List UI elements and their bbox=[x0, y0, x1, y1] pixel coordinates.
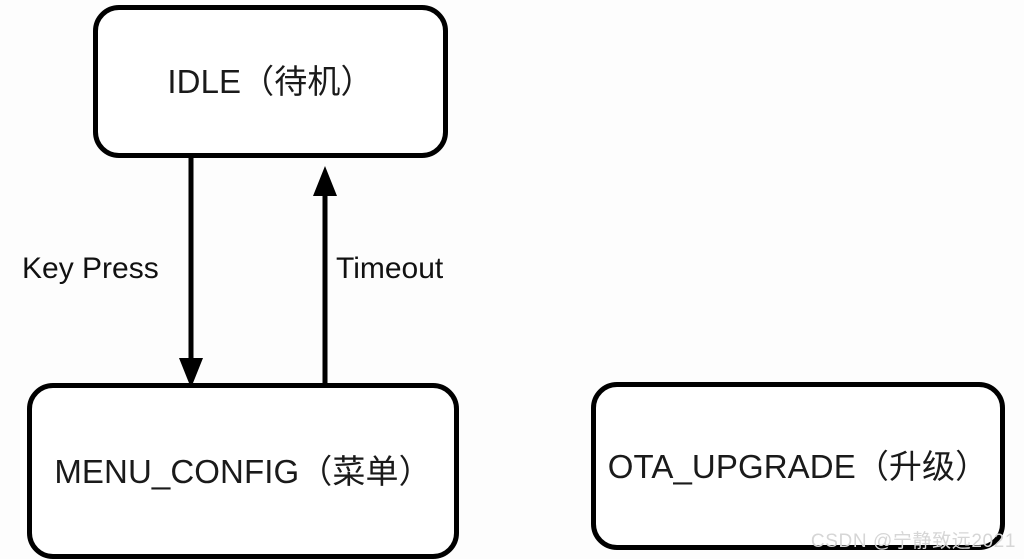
transition-label-key-press: Key Press bbox=[22, 252, 159, 285]
state-node-ota-upgrade-label: OTA_UPGRADE（升级） bbox=[607, 447, 989, 485]
arrow-up-icon bbox=[313, 166, 337, 392]
state-node-idle-label: IDLE（待机） bbox=[167, 63, 374, 100]
watermark-text: CSDN @宁静致远2021 bbox=[810, 531, 1016, 552]
state-node-idle[interactable]: IDLE（待机） bbox=[93, 5, 448, 158]
state-node-menu-config[interactable]: MENU_CONFIG（菜单） bbox=[27, 383, 459, 559]
transition-label-timeout: Timeout bbox=[336, 252, 444, 285]
state-node-ota-upgrade[interactable]: OTA_UPGRADE（升级） bbox=[591, 382, 1005, 550]
state-node-menu-config-label: MENU_CONFIG（菜单） bbox=[54, 452, 432, 490]
transition-arrow-timeout[interactable] bbox=[294, 160, 356, 392]
transition-arrow-key-press[interactable] bbox=[160, 150, 222, 390]
arrow-down-icon bbox=[179, 150, 203, 388]
